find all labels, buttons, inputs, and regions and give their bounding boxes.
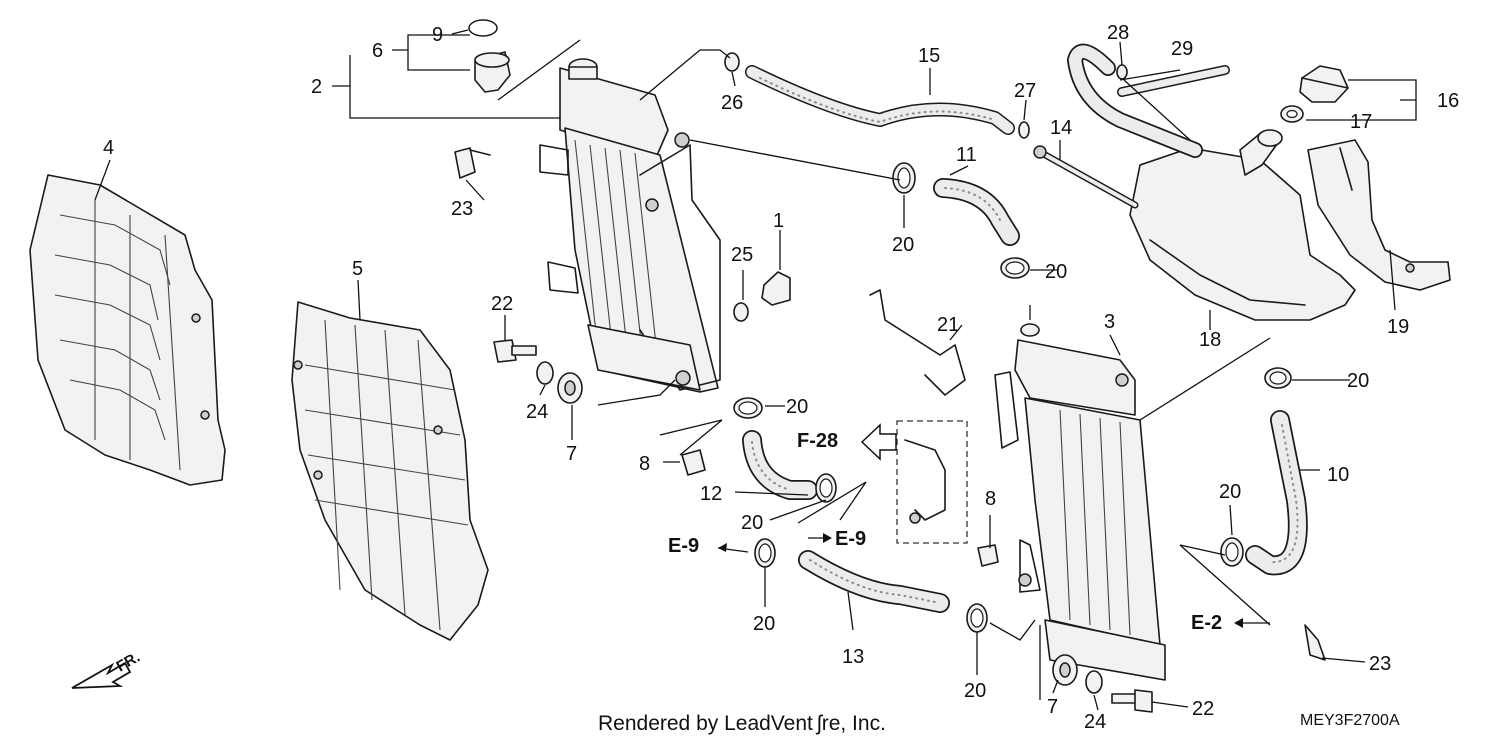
lower-long-hose: [798, 550, 950, 613]
callout-27: 27: [1014, 80, 1036, 102]
leader-lines: [94, 29, 1417, 711]
collar-8-right: [977, 544, 999, 567]
upper-radiator-hose: [933, 178, 1020, 246]
callout-15: 15: [918, 45, 940, 67]
callout-20-f: 20: [964, 680, 986, 702]
callout-20-h: 20: [1219, 481, 1241, 503]
callout-22-right: 22: [1192, 698, 1214, 720]
callout-20-a: 20: [892, 234, 914, 256]
reserve-tank-cap: [1299, 65, 1349, 103]
callout-12: 12: [700, 483, 722, 505]
left-radiator: [539, 58, 721, 393]
callout-20-g: 20: [1347, 370, 1369, 392]
callout-1: 1: [773, 210, 784, 232]
long-bolt: [1033, 145, 1139, 209]
washer-25: [733, 302, 749, 322]
callout-23-upper: 23: [451, 198, 473, 220]
front-direction-arrow: [71, 661, 132, 689]
callout-17: 17: [1350, 111, 1372, 133]
callout-4: 4: [103, 137, 114, 159]
callout-5: 5: [352, 258, 363, 280]
right-radiator-grille: [291, 301, 489, 641]
e9-left-arrow: [717, 543, 749, 553]
stay-21: [869, 289, 966, 396]
reserve-tank-cover: [1307, 139, 1451, 291]
clip-23-upper: [454, 147, 491, 179]
callout-26: 26: [721, 92, 743, 114]
callout-labels: 1 2 3 4 5 6 7 7 8 8 9 10 11 12 13 14 15 …: [103, 22, 1459, 733]
radiator-cap: [474, 51, 511, 93]
callout-16: 16: [1437, 90, 1459, 112]
drain-bolt-1: [761, 271, 791, 306]
overflow-tube: [1066, 43, 1230, 158]
callout-7-right: 7: [1047, 696, 1058, 718]
right-radiator: [994, 323, 1166, 681]
callout-9: 9: [432, 24, 443, 46]
bolt-22-left: [493, 339, 537, 363]
callout-20-c: 20: [786, 396, 808, 418]
f28-detail-box: [896, 420, 968, 544]
callout-25: 25: [731, 244, 753, 266]
o-ring-9: [468, 19, 498, 37]
reference-e9-left: E-9: [668, 535, 699, 557]
washer-24-right: [1085, 670, 1103, 694]
callout-21: 21: [937, 314, 959, 336]
f28-arrow: [860, 423, 897, 461]
callout-8-left: 8: [639, 453, 650, 475]
callout-22-left: 22: [491, 293, 513, 315]
render-credit: Rendered by LeadVent ʃre, Inc.: [598, 712, 886, 735]
callout-20-b: 20: [1045, 261, 1067, 283]
callout-24-left: 24: [526, 401, 548, 423]
callout-18: 18: [1199, 329, 1221, 351]
e9-right-arrow: [808, 533, 832, 543]
washer-24-left: [536, 361, 554, 385]
clip-27: [1018, 121, 1030, 139]
reference-e9-right: E-9: [835, 528, 866, 550]
cap-packing: [1280, 105, 1304, 123]
clip-28: [1116, 64, 1128, 80]
callout-8-right: 8: [985, 488, 996, 510]
upper-breather-hose: [745, 65, 1015, 135]
callout-10: 10: [1327, 464, 1349, 486]
grommet-7-left: [557, 372, 583, 404]
drawing-code: MEY3F2700A: [1300, 712, 1400, 729]
callout-29: 29: [1171, 38, 1193, 60]
callout-20-d: 20: [741, 512, 763, 534]
callout-24-right: 24: [1084, 711, 1106, 733]
right-radiator-hose: [1245, 410, 1308, 576]
callout-23-lower: 23: [1369, 653, 1391, 675]
reference-e2: E-2: [1191, 612, 1222, 634]
callout-19: 19: [1387, 316, 1409, 338]
callout-2: 2: [311, 76, 322, 98]
callout-7-left: 7: [566, 443, 577, 465]
grommet-7-right: [1052, 654, 1078, 686]
left-radiator-shroud: [29, 174, 226, 486]
callout-3: 3: [1104, 311, 1115, 333]
callout-11: 11: [956, 144, 977, 166]
clip-23-lower: [1304, 624, 1326, 661]
callout-20-e: 20: [753, 613, 775, 635]
hose-clamps: [733, 162, 1292, 633]
callout-28: 28: [1107, 22, 1129, 44]
callout-14: 14: [1050, 117, 1072, 139]
bolt-22-right: [1111, 689, 1153, 713]
collar-8-left: [681, 449, 706, 476]
lower-short-hose: [742, 430, 818, 500]
e2-arrow: [1234, 618, 1270, 628]
callout-6: 6: [372, 40, 383, 62]
callout-13: 13: [842, 646, 864, 668]
reference-f28: F-28: [797, 430, 838, 452]
